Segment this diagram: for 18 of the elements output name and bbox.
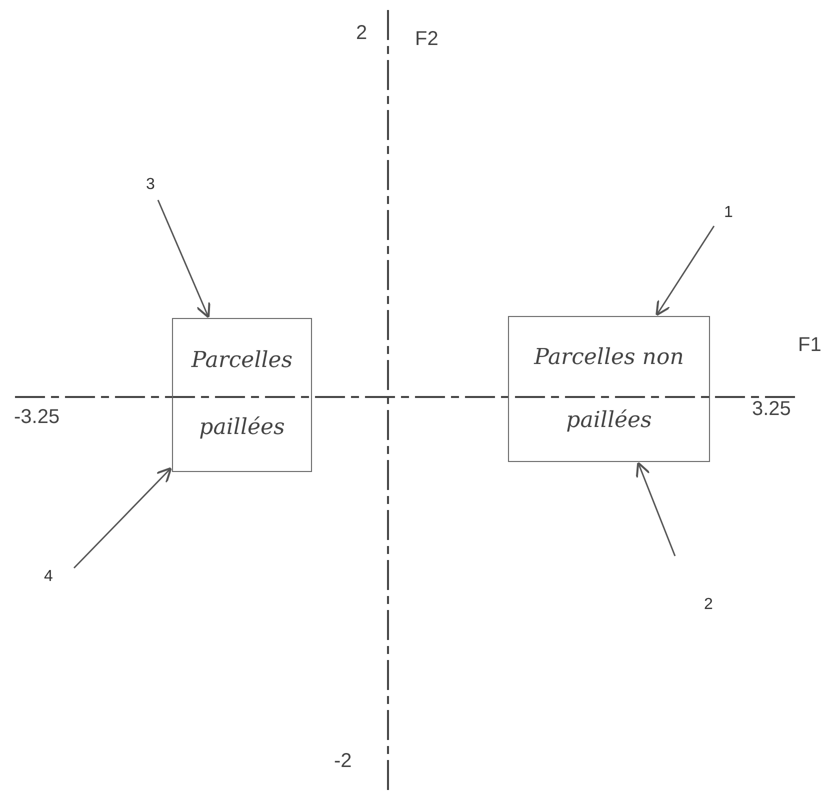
group-box bbox=[172, 318, 312, 472]
callout-number: 2 bbox=[704, 596, 713, 614]
group-box bbox=[508, 316, 710, 462]
box-label: Parcelles paillées bbox=[190, 347, 294, 442]
axis-tick-label: 2 bbox=[356, 22, 368, 44]
leader-arrow bbox=[73, 467, 172, 569]
callout-number: 1 bbox=[724, 204, 733, 222]
leader-arrow bbox=[157, 200, 210, 318]
callout-number: 4 bbox=[44, 568, 53, 586]
axis-title: F1 bbox=[798, 334, 822, 356]
axis-tick-label: -2 bbox=[334, 750, 352, 772]
leader-arrow bbox=[656, 226, 715, 316]
callout-number: 3 bbox=[146, 176, 155, 194]
axis-tick-label: -3.25 bbox=[14, 406, 60, 428]
axis-tick-label: 3.25 bbox=[752, 398, 791, 420]
leader-arrow bbox=[636, 462, 676, 556]
box-label: Parcelles non paillées bbox=[532, 344, 685, 435]
axis-title: F2 bbox=[415, 28, 438, 50]
